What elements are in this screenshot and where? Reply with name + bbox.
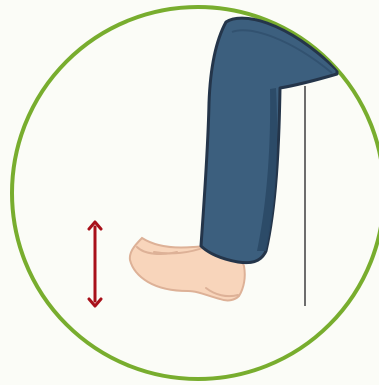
illustration-stage xyxy=(0,0,379,385)
foot-arrow-illustration xyxy=(0,0,379,385)
